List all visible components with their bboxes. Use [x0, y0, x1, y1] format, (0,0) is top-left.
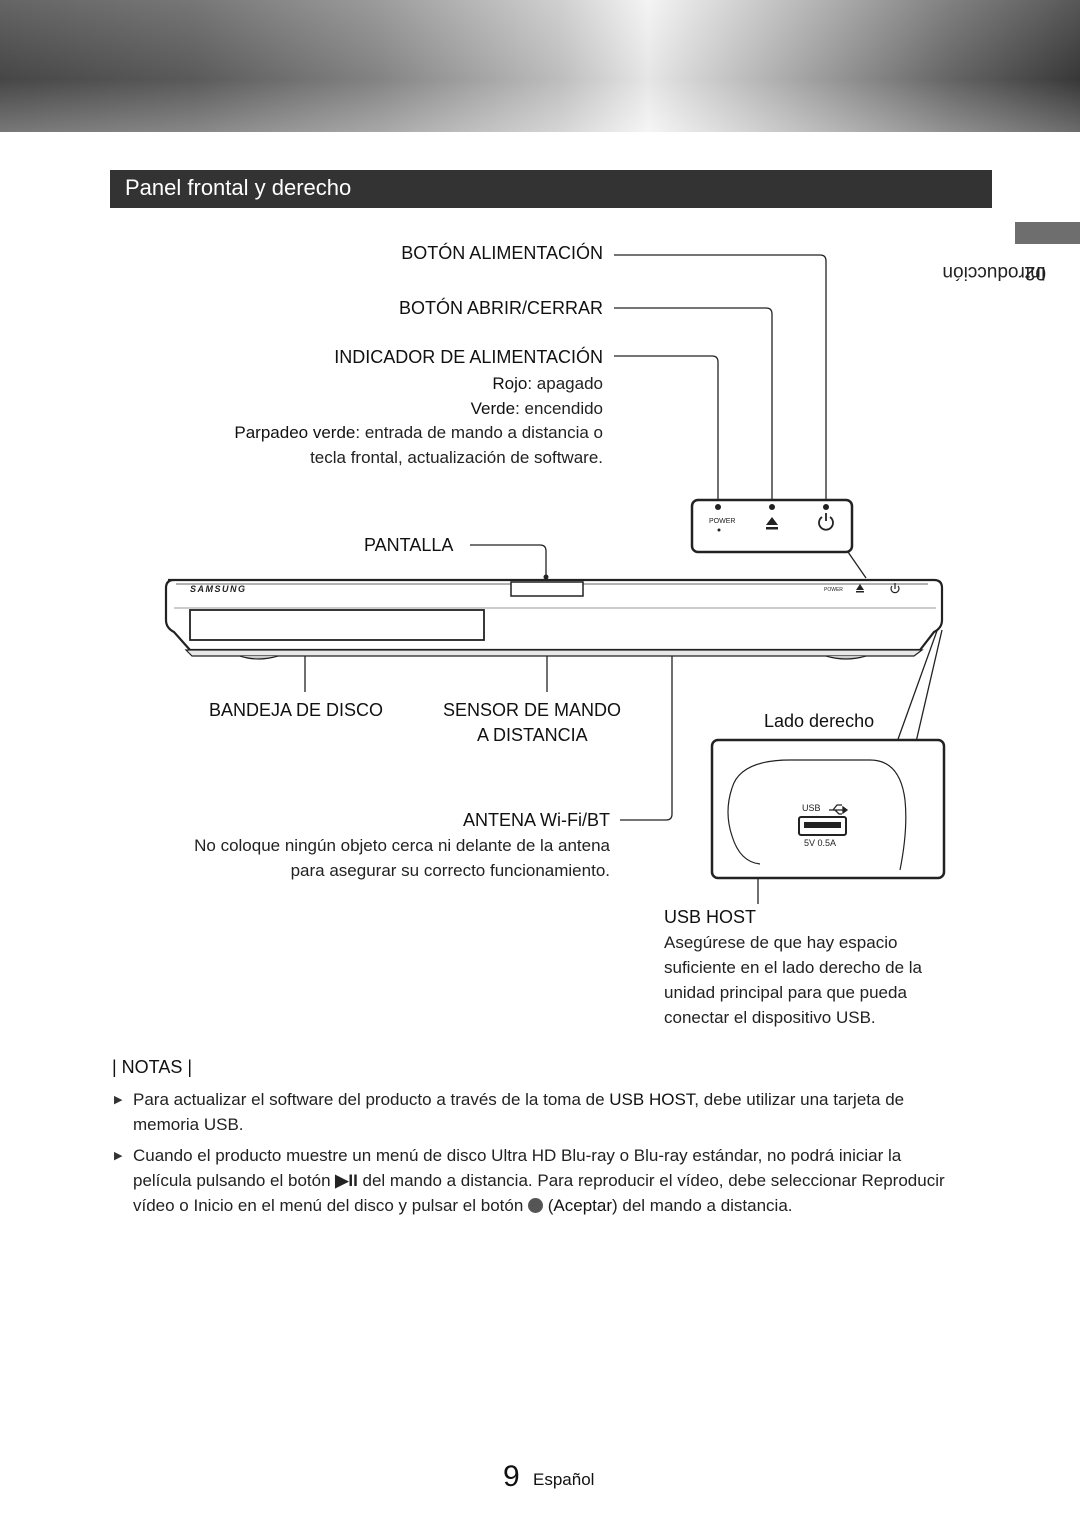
- control-zoom-box: POWER: [690, 498, 854, 554]
- usb-note-4: conectar el dispositivo USB.: [664, 1008, 876, 1027]
- label-display: PANTALLA: [364, 535, 454, 555]
- leader-power-indicator: [614, 355, 719, 505]
- play-pause-icon: ▶II: [335, 1171, 358, 1190]
- zoom-line-1: [896, 627, 939, 743]
- indicator-blink-cont: tecla frontal, actualización de software…: [310, 448, 603, 467]
- notes-title: | NOTAS |: [112, 1057, 193, 1077]
- zoom-power-label: POWER: [709, 518, 735, 525]
- eject-icon: [766, 517, 778, 530]
- front-panel-diagram: POWER POWER: [164, 254, 946, 904]
- note-1: Para actualizar el software del producto…: [133, 1090, 905, 1134]
- enter-button-icon: [528, 1198, 544, 1213]
- label-power-button: BOTÓN ALIMENTACIÓN: [401, 243, 603, 263]
- chapter-tab: [1015, 222, 1080, 244]
- bullet-icon: ▶: [114, 1094, 123, 1106]
- body-power-label: POWER: [824, 587, 843, 593]
- page-number: 9: [503, 1460, 520, 1493]
- label-open-close-button: BOTÓN ABRIR/CERRAR: [398, 298, 603, 318]
- usb-note-2: suficiente en el lado derecho de la: [664, 958, 923, 977]
- bullet-icon: ▶: [114, 1150, 123, 1162]
- usb-icon: [829, 804, 849, 815]
- page-language: Español: [533, 1470, 595, 1489]
- label-remote-sensor-1: SENSOR DE MANDO: [443, 700, 622, 720]
- indicator-green: Verde: encendido: [470, 399, 603, 418]
- zoom-line-3: [847, 551, 867, 579]
- indicator-red: Rojo: apagado: [492, 374, 603, 393]
- usb-note-3: unidad principal para que pueda: [664, 983, 907, 1002]
- leader-display: [470, 544, 547, 578]
- leader-open-close: [614, 307, 773, 505]
- antenna-note-1: No coloque ningún objeto cerca ni delant…: [194, 836, 610, 855]
- label-power-indicator: INDICADOR DE ALIMENTACIÓN: [334, 347, 603, 367]
- usb-label: USB: [802, 803, 821, 813]
- leader-power-button: [614, 254, 827, 505]
- device-body: POWER: [164, 578, 944, 660]
- label-right-side: Lado derecho: [764, 711, 875, 731]
- usb-note-1: Asegúrese de que hay espacio: [664, 933, 898, 952]
- note-2: Cuando el producto muestre un menú de di…: [133, 1146, 945, 1215]
- label-usb-host: USB HOST: [664, 907, 757, 927]
- section-title: Panel frontal y derecho: [125, 175, 352, 200]
- zoom-line-2: [915, 629, 943, 743]
- brand-logo: SAMSUNG: [190, 584, 247, 594]
- label-disc-tray: BANDEJA DE DISCO: [209, 700, 384, 720]
- usb-rating: 5V 0.5A: [804, 838, 837, 848]
- header-banner: [0, 0, 1080, 132]
- indicator-blink: Parpadeo verde: entrada de mando a dista…: [234, 423, 603, 442]
- right-side-zoom: [710, 738, 946, 880]
- power-icon: [818, 513, 834, 531]
- section-title-bar: Panel frontal y derecho: [110, 170, 992, 208]
- label-remote-sensor-2: A DISTANCIA: [477, 725, 588, 745]
- label-antenna: ANTENA Wi-Fi/BT: [463, 810, 610, 830]
- antenna-note-2: para asegurar su correcto funcionamiento…: [290, 861, 610, 880]
